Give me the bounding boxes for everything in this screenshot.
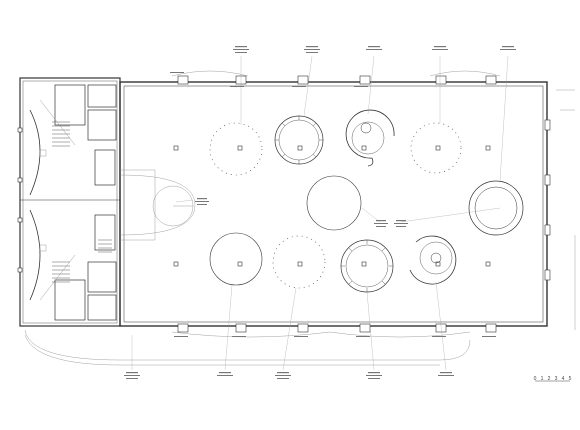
floor-columns (173, 145, 491, 267)
scale-tick-5: 5 (569, 376, 572, 382)
circle-top-4 (410, 122, 462, 174)
buttresses-top (177, 75, 497, 85)
main-hall (24, 70, 576, 366)
scale-tick-4: 4 (562, 376, 565, 382)
staircase-small (98, 239, 112, 253)
circle-top-3 (345, 109, 395, 167)
circle-bottom-2 (272, 235, 326, 289)
left-wing (17, 77, 121, 327)
circle-top-2 (274, 115, 324, 165)
scale-tick-3: 3 (555, 376, 558, 382)
staircase-lower (52, 261, 70, 283)
circle-bottom-3 (340, 239, 394, 293)
scale-tick-2: 2 (548, 376, 551, 382)
staircase-upper (52, 121, 70, 147)
annotation-tags (124, 46, 516, 379)
circle-bottom-1 (209, 232, 263, 286)
circle-top-1 (209, 122, 263, 176)
installation-circles (152, 109, 524, 293)
leader-lines (131, 55, 509, 371)
circle-center (306, 175, 362, 231)
circle-right (468, 180, 524, 236)
scale-bar: 0 1 2 3 4 5 (534, 376, 572, 382)
buttresses-bottom (177, 323, 497, 333)
scale-tick-0: 0 (534, 376, 537, 382)
circle-entrance (152, 185, 194, 227)
circle-bottom-4 (409, 235, 457, 285)
scale-tick-1: 1 (541, 376, 544, 382)
